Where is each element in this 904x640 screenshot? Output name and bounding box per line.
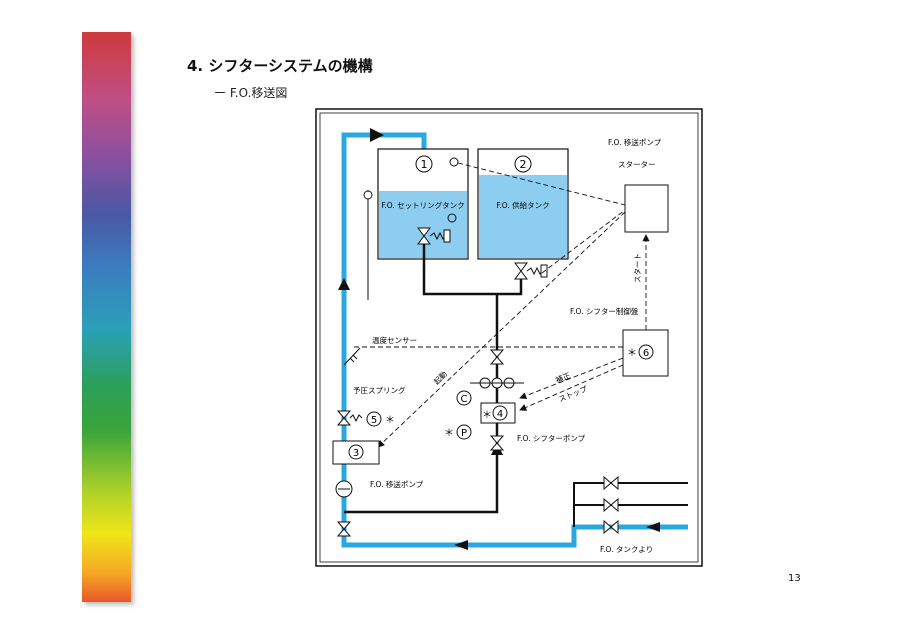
starter-group-label: F.O. 移送ポンプ [608, 137, 662, 147]
page-title: 4. シフターシステムの機構 [187, 57, 373, 75]
gauge-p-icon [456, 424, 472, 440]
tank1-float-icon [447, 213, 457, 223]
start-signal-text: 起動 [432, 369, 449, 386]
spring-number-circle [366, 411, 382, 427]
transfer-pump-number-circle [348, 444, 364, 460]
from-tank-label: F.O. タンクより [600, 545, 653, 554]
temp-sensor-label: 温度センサー [372, 335, 417, 345]
tank1-level-icon [449, 157, 459, 167]
shifter-pump-asterisk: ＊ [482, 410, 492, 421]
flow-arrow-up [338, 278, 350, 290]
spring-asterisk: ＊ [385, 415, 395, 426]
tank1-valve-icon [417, 227, 451, 245]
flow-arrow-right [370, 128, 384, 142]
spring-valve-icon [336, 410, 363, 426]
diagram-frame [315, 108, 703, 567]
shifter-valve-icon [489, 349, 505, 451]
shifter-pump-label: F.O. シフターポンプ [517, 434, 586, 443]
gauge-p-label: P [461, 428, 467, 439]
return-pipe-end-icon [363, 190, 373, 200]
transfer-pump-number: 3 [353, 448, 359, 459]
starter-box [624, 184, 669, 233]
diagram-frame-inner [319, 112, 699, 563]
gauge-c-icon [456, 390, 472, 406]
rainbow-sidebar-bar [82, 32, 131, 602]
gauge-p-asterisk: ＊ [444, 428, 454, 439]
shifter-pump-number: 4 [497, 409, 503, 420]
control-panel-number-circle [638, 344, 654, 360]
tank2-label: F.O. 供給タンク [496, 200, 549, 210]
flow-arrow-left [454, 540, 468, 550]
suction-pipe [344, 244, 523, 514]
gauge-c-label: C [461, 394, 468, 405]
tank1-number-circle [415, 155, 433, 173]
transfer-pump-label: F.O. 移送ポンプ [370, 479, 424, 489]
signal-lines [354, 162, 650, 448]
stop-signal-text: ストップ [557, 384, 589, 404]
blue-line-valve-icon [336, 521, 352, 537]
correct-signal-text: 補正 [554, 370, 572, 385]
temp-sensor-icon [343, 347, 361, 366]
tank1-number: 1 [421, 158, 428, 171]
shifter-pump-icon [470, 377, 524, 389]
tank-feed-valve-icons [603, 475, 619, 535]
control-panel-number: 6 [643, 348, 649, 359]
page-subtitle: ー F.O.移送図 [214, 86, 288, 100]
flow-arrow-left-2 [646, 522, 660, 532]
tank2-number-circle [514, 155, 532, 173]
tank2-valve-icon [514, 262, 548, 280]
fo-transfer-diagram: 1 2 F.O. セットリングタンク F.O. 供給タンク C ＊ 4 ＊ P … [315, 108, 703, 567]
tank2-number: 2 [520, 158, 527, 171]
control-panel-asterisk: ＊ [627, 348, 637, 359]
tank2-fill [479, 175, 567, 258]
spring-number: 5 [371, 415, 377, 426]
starter-label: スターター [618, 160, 656, 169]
shifter-pump-number-circle [492, 405, 508, 421]
page-number: 13 [788, 573, 801, 584]
tank1-label: F.O. セットリングタンク [381, 200, 464, 210]
start-signal-label: スタート [633, 253, 642, 283]
spring-label: 予圧スプリング [353, 385, 406, 395]
control-panel-label: F.O. シフター制御盤 [570, 306, 639, 316]
tank-feed-lines [573, 482, 688, 527]
